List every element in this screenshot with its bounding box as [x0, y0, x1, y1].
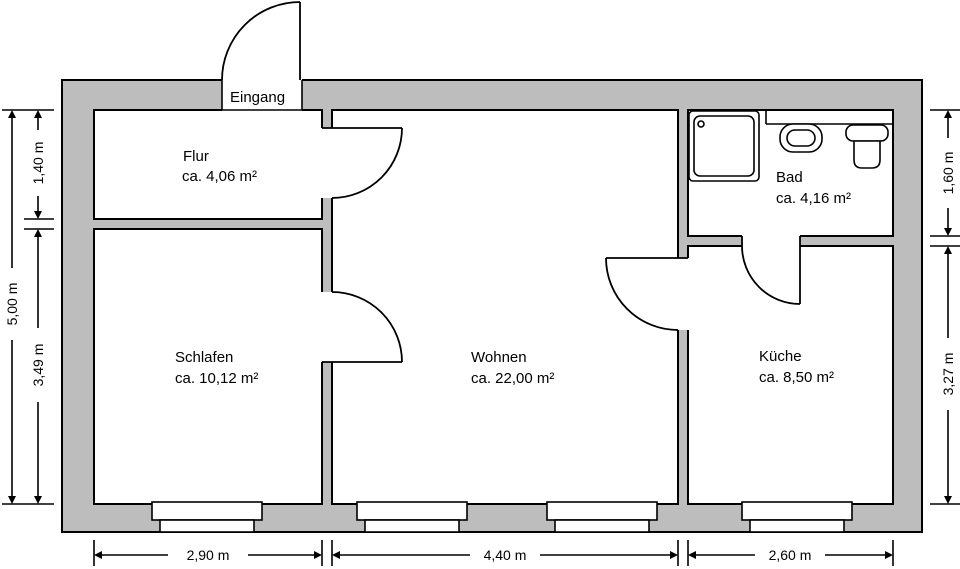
door-wohnen-schlafen	[321, 291, 403, 363]
room-wohnen-area: ca. 22,00 m²	[471, 370, 554, 387]
room-bad-area: ca. 4,16 m²	[776, 190, 851, 207]
dim-bottom-wohnen: 4,40 m	[484, 547, 527, 563]
room-flur-area: ca. 4,06 m²	[182, 168, 257, 185]
door-wohnen-kueche	[605, 257, 689, 331]
door-bad-kueche	[741, 235, 801, 305]
window-wohnen-left	[356, 501, 468, 533]
dim-left-total: 5,00 m	[4, 283, 20, 326]
room-bad-name: Bad	[776, 169, 803, 186]
dim-bottom-kueche: 2,60 m	[769, 547, 812, 563]
room-kueche	[687, 245, 894, 505]
room-wohnen	[331, 109, 679, 505]
dim-left-schlafen: 3,49 m	[30, 344, 46, 387]
room-wohnen-name: Wohnen	[471, 349, 527, 366]
room-schlafen-area: ca. 10,12 m²	[175, 370, 258, 387]
dimension-left	[2, 109, 54, 505]
room-kueche-name: Küche	[759, 348, 802, 365]
window-schlafen	[151, 501, 263, 533]
dim-right-kueche: 3,27 m	[940, 353, 956, 396]
dimension-right	[930, 109, 960, 505]
bath-counter	[765, 110, 893, 125]
room-schlafen-name: Schlafen	[175, 349, 233, 366]
dim-left-flur: 1,40 m	[30, 142, 46, 185]
entrance-opening	[222, 78, 302, 112]
window-kueche	[741, 501, 853, 533]
door-flur-wohnen	[321, 127, 403, 199]
room-flur-name: Flur	[183, 148, 209, 165]
washbasin	[779, 123, 823, 153]
dimension-bottom	[93, 540, 894, 566]
entrance-label: Eingang	[230, 89, 285, 106]
dim-right-bad: 1,60 m	[940, 152, 956, 195]
dim-bottom-schlafen: 2,90 m	[187, 547, 230, 563]
room-schlafen	[93, 228, 323, 505]
shower-tray	[688, 110, 760, 182]
room-flur	[93, 109, 323, 220]
window-wohnen-right	[546, 501, 658, 533]
toilet	[845, 124, 889, 169]
entrance-door	[221, 1, 301, 81]
room-kueche-area: ca. 8,50 m²	[759, 369, 834, 386]
